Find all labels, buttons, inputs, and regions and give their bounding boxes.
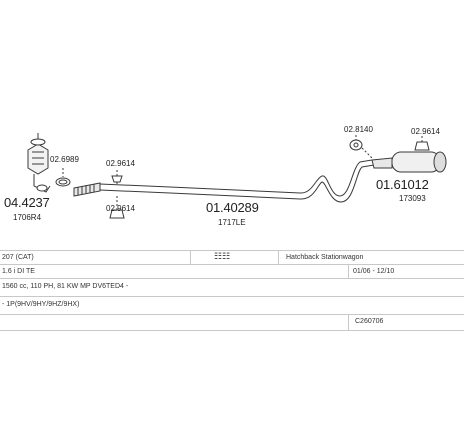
column-divider (348, 264, 349, 278)
column-divider (190, 250, 191, 264)
clamp-part-number: 02.6989 (50, 155, 79, 164)
rear-silencer-part-number: 01.61012 (376, 177, 429, 192)
column-divider (278, 250, 279, 264)
engine-name: 1.6 i DI TE (2, 268, 35, 275)
cat-part-number: 04.4237 (4, 195, 50, 210)
table-row (0, 264, 464, 265)
hanger-mount-top (111, 170, 123, 184)
table-row (0, 278, 464, 279)
clamp-part (55, 168, 71, 187)
bracket-part-number: 02.8140 (344, 125, 373, 134)
table-row (0, 314, 464, 315)
column-divider (348, 314, 349, 330)
engine-codes: - 1P(9HV/9HY/9HZ/9HX) (2, 301, 80, 308)
middle-pipe-part-number: 01.40289 (206, 200, 259, 215)
exhaust-system-diagram (27, 133, 447, 219)
engine-spec: 1560 cc, 110 PH, 81 KW MP DV6TED4 - (2, 283, 129, 290)
catalytic-converter (27, 133, 51, 193)
cat-part-code: 1706R4 (13, 213, 42, 222)
rear-silencer (371, 151, 447, 173)
table-row (0, 296, 464, 297)
production-dates: 01/06 - 12/10 (353, 268, 395, 275)
silencer-mount (414, 136, 430, 151)
vehicle-body: Hatchback Stationwagon (286, 254, 364, 261)
rear-silencer-code: 173093 (399, 194, 426, 203)
table-row (0, 250, 464, 251)
middle-pipe (99, 159, 375, 203)
silencer-bracket (349, 135, 373, 159)
middle-pipe-code: 1717LE (218, 218, 246, 227)
silencer-mount-part-number: 02.9614 (411, 127, 440, 136)
flex-pipe (73, 182, 101, 197)
model-icon: ☷☷ (214, 251, 231, 261)
table-row (0, 330, 464, 331)
mount-bottom-part-number: 02.9614 (106, 204, 135, 213)
hanger-mount-bottom (109, 196, 125, 219)
mount-top-part-number: 02.9614 (106, 159, 135, 168)
catalog-number: C260706 (355, 318, 384, 325)
vehicle-model: 207 (CAT) (2, 254, 34, 261)
